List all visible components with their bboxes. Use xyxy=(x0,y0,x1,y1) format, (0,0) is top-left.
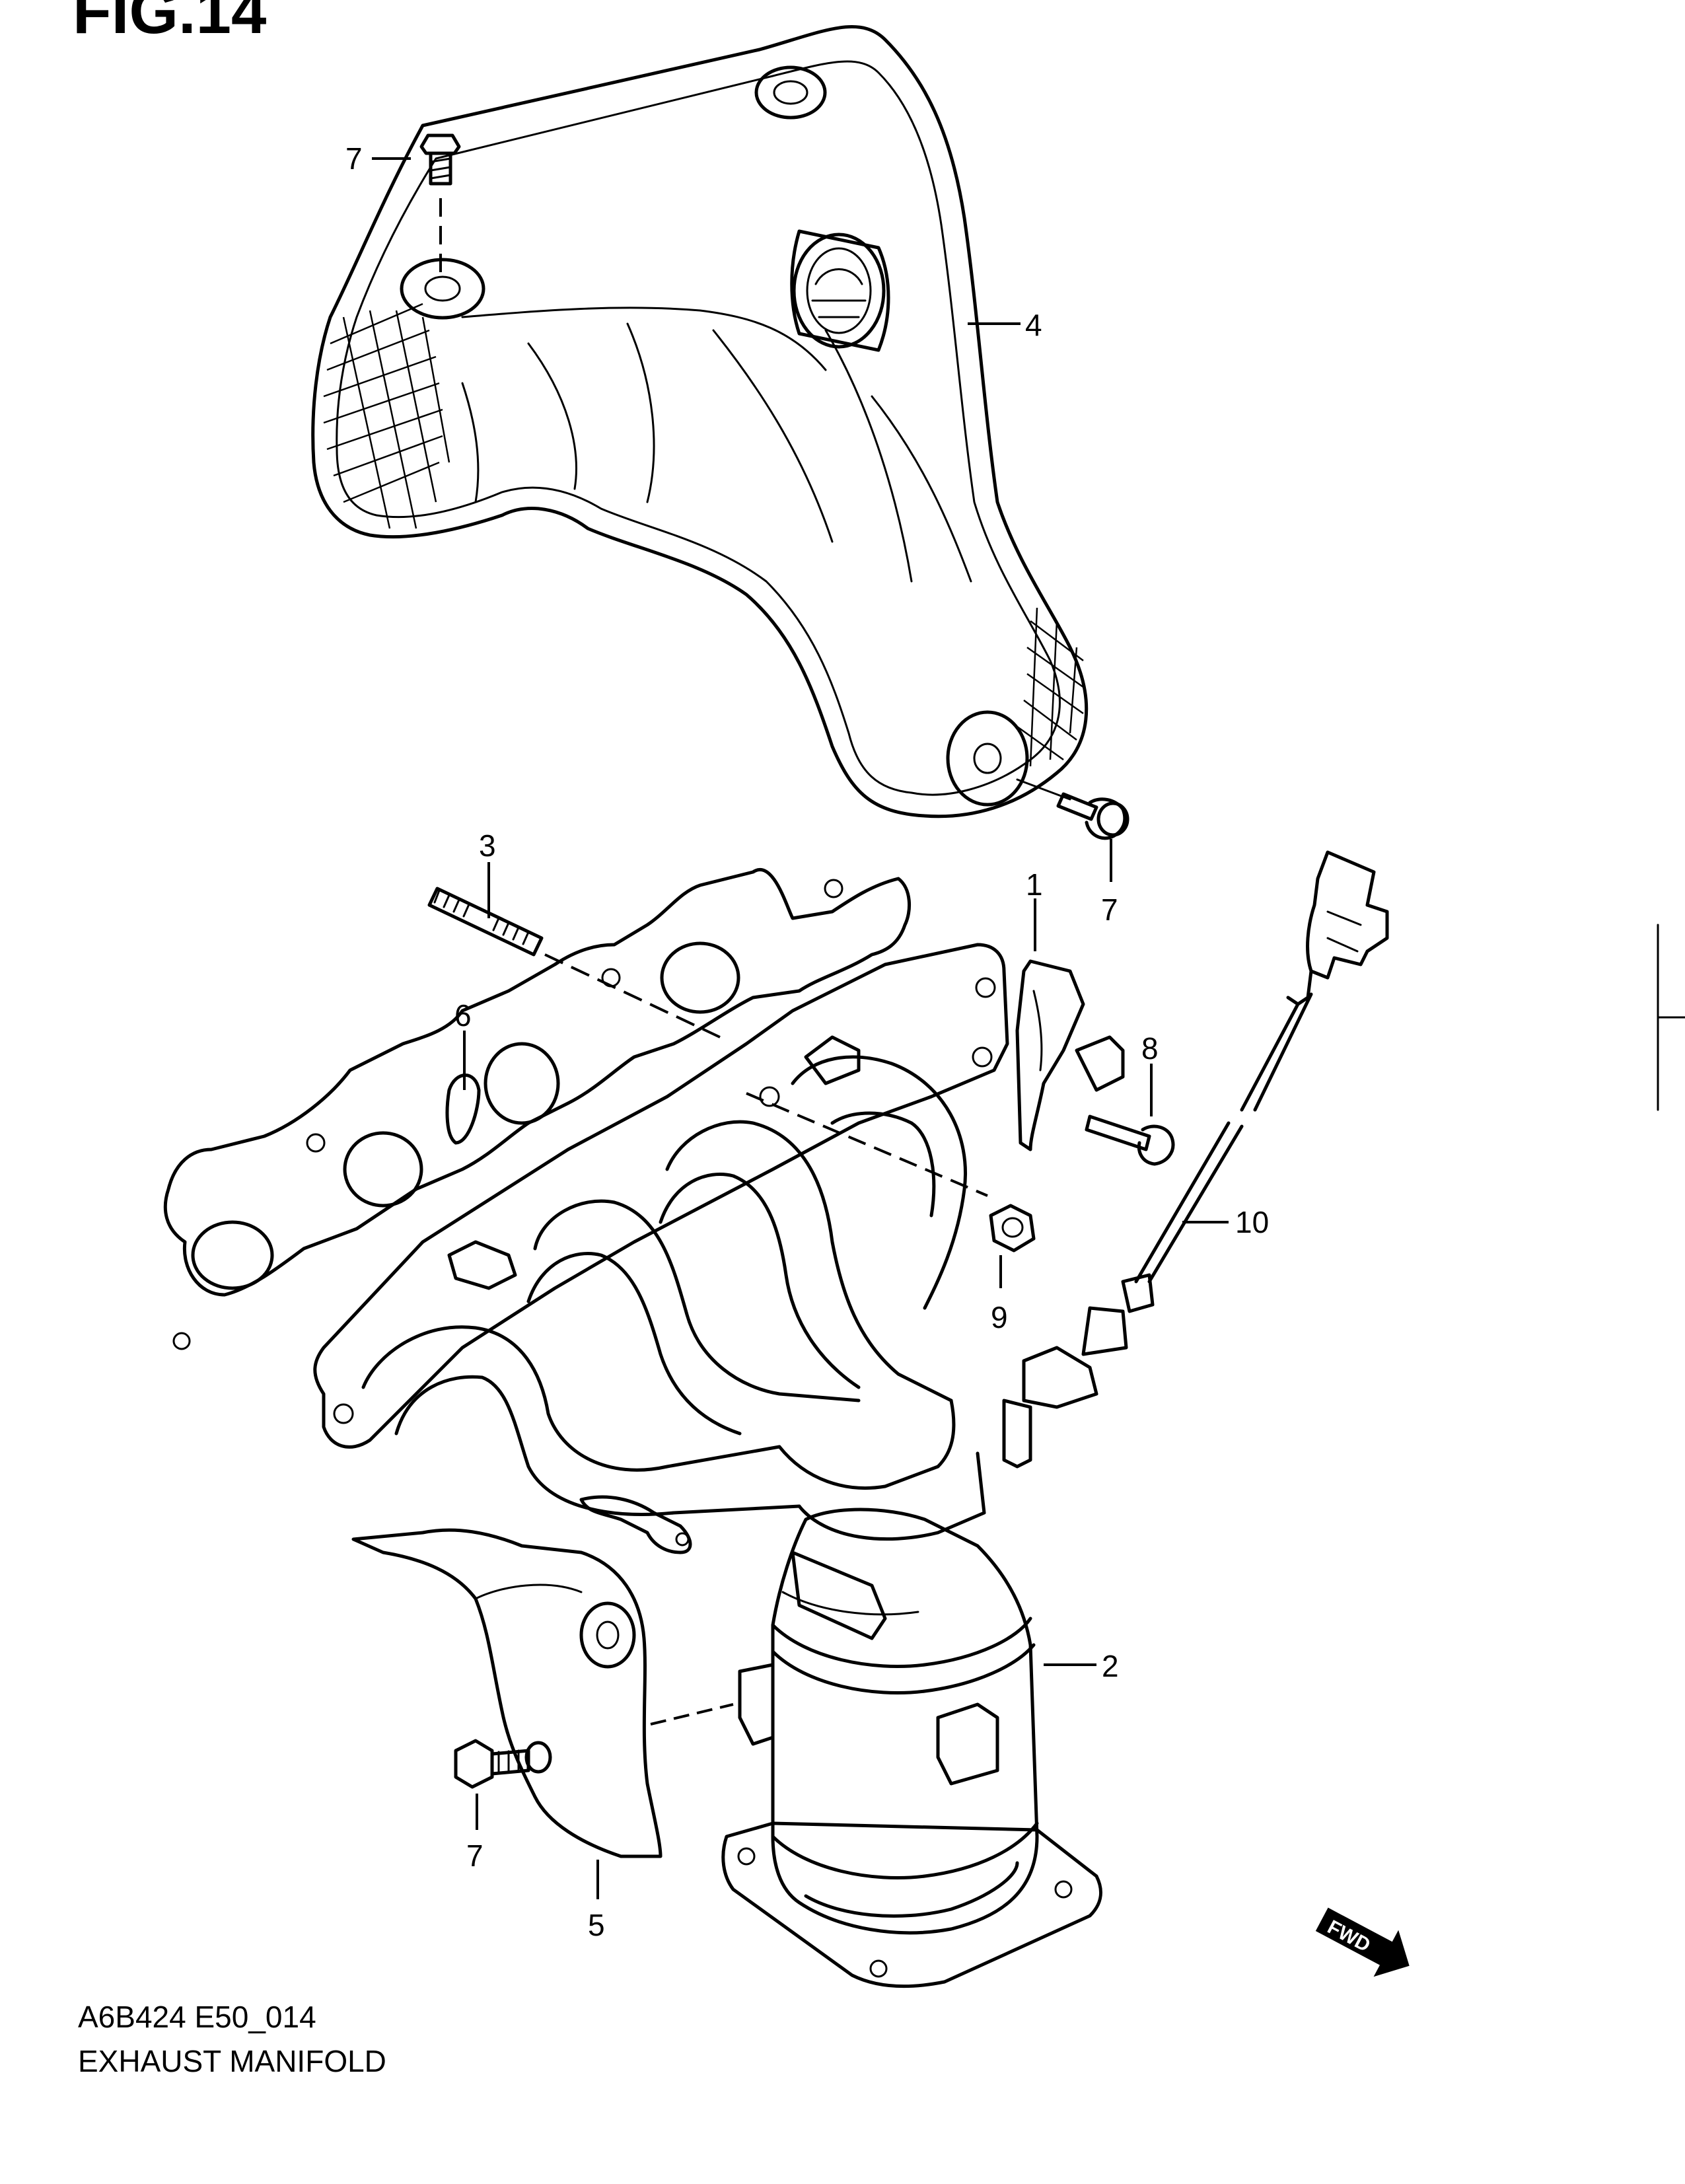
bolt-8 xyxy=(746,1035,1175,1197)
stud-3 xyxy=(427,887,721,1038)
fwd-arrow-icon: FWD xyxy=(1315,1907,1410,1977)
callout-7-top: 7 xyxy=(345,141,363,176)
callout-9: 9 xyxy=(991,1300,1008,1334)
bolt-7-lower xyxy=(454,1739,530,1789)
diagram-code: A6B424 E50_014 xyxy=(78,2000,316,2034)
gasket-6 xyxy=(163,868,912,1350)
callout-4: 4 xyxy=(1025,308,1042,342)
callout-2: 2 xyxy=(1102,1649,1119,1683)
diagram-title: EXHAUST MANIFOLD xyxy=(78,2044,386,2078)
nut-9 xyxy=(989,1204,1036,1253)
bracket-5 xyxy=(351,1528,734,1858)
gasket-1 xyxy=(1015,959,1085,1151)
callout-6: 6 xyxy=(454,998,472,1033)
callout-5: 5 xyxy=(588,1908,605,1942)
callout-7-shield: 7 xyxy=(1101,892,1118,927)
callout-3: 3 xyxy=(479,828,496,863)
heat-shield-upper xyxy=(311,25,1089,819)
exhaust-manifold-2 xyxy=(313,943,1103,1988)
figure-title: FIG.14 xyxy=(73,0,267,47)
callout-1: 1 xyxy=(1026,867,1043,902)
oxygen-sensor-10 xyxy=(1002,850,1389,1469)
callout-7-lower: 7 xyxy=(466,1838,484,1873)
bolt-7-top xyxy=(419,133,461,277)
callout-10: 10 xyxy=(1235,1205,1269,1239)
callout-8: 8 xyxy=(1141,1031,1159,1066)
bolt-7-shield-right xyxy=(1016,778,1129,840)
